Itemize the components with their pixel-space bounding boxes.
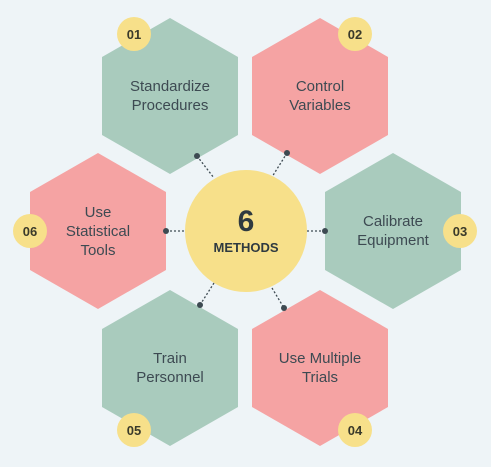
- connector-05: [199, 282, 215, 306]
- connector-dot-04: [281, 305, 287, 311]
- connector-dot-03: [322, 228, 328, 234]
- method-label-03: Calibrate Equipment: [357, 213, 429, 249]
- method-number-05: 05: [117, 413, 151, 447]
- method-label-02: Control Variables: [289, 78, 351, 114]
- hex-05: [102, 290, 238, 446]
- connector-dot-02: [284, 150, 290, 156]
- connector-04: [271, 287, 285, 309]
- connector-02: [271, 152, 288, 178]
- hex-03: [325, 153, 461, 309]
- method-number-06: 06: [13, 214, 47, 248]
- method-number-03: 03: [443, 214, 477, 248]
- hex-02: [252, 18, 388, 174]
- connector-dot-01: [194, 153, 200, 159]
- hex-06: [30, 153, 166, 309]
- connectors: [166, 152, 325, 309]
- method-label-05: Train Personnel: [136, 350, 204, 386]
- method-number-04: 04: [338, 413, 372, 447]
- connector-dots: [163, 150, 328, 311]
- method-label-04: Use Multiple Trials: [278, 350, 362, 386]
- method-number-01: 01: [117, 17, 151, 51]
- center-number: 6: [237, 205, 255, 238]
- method-number-02: 02: [338, 17, 372, 51]
- center-label: METHODS: [213, 240, 279, 255]
- hex-01: [102, 18, 238, 174]
- connector-dot-05: [197, 302, 203, 308]
- method-label-01: Standardize Procedures: [129, 78, 211, 114]
- hex-04: [252, 290, 388, 446]
- connector-01: [196, 155, 215, 179]
- method-label-06: Use Statistical Tools: [65, 203, 131, 259]
- connector-dot-06: [163, 228, 169, 234]
- center-circle: 6 METHODS: [185, 170, 307, 292]
